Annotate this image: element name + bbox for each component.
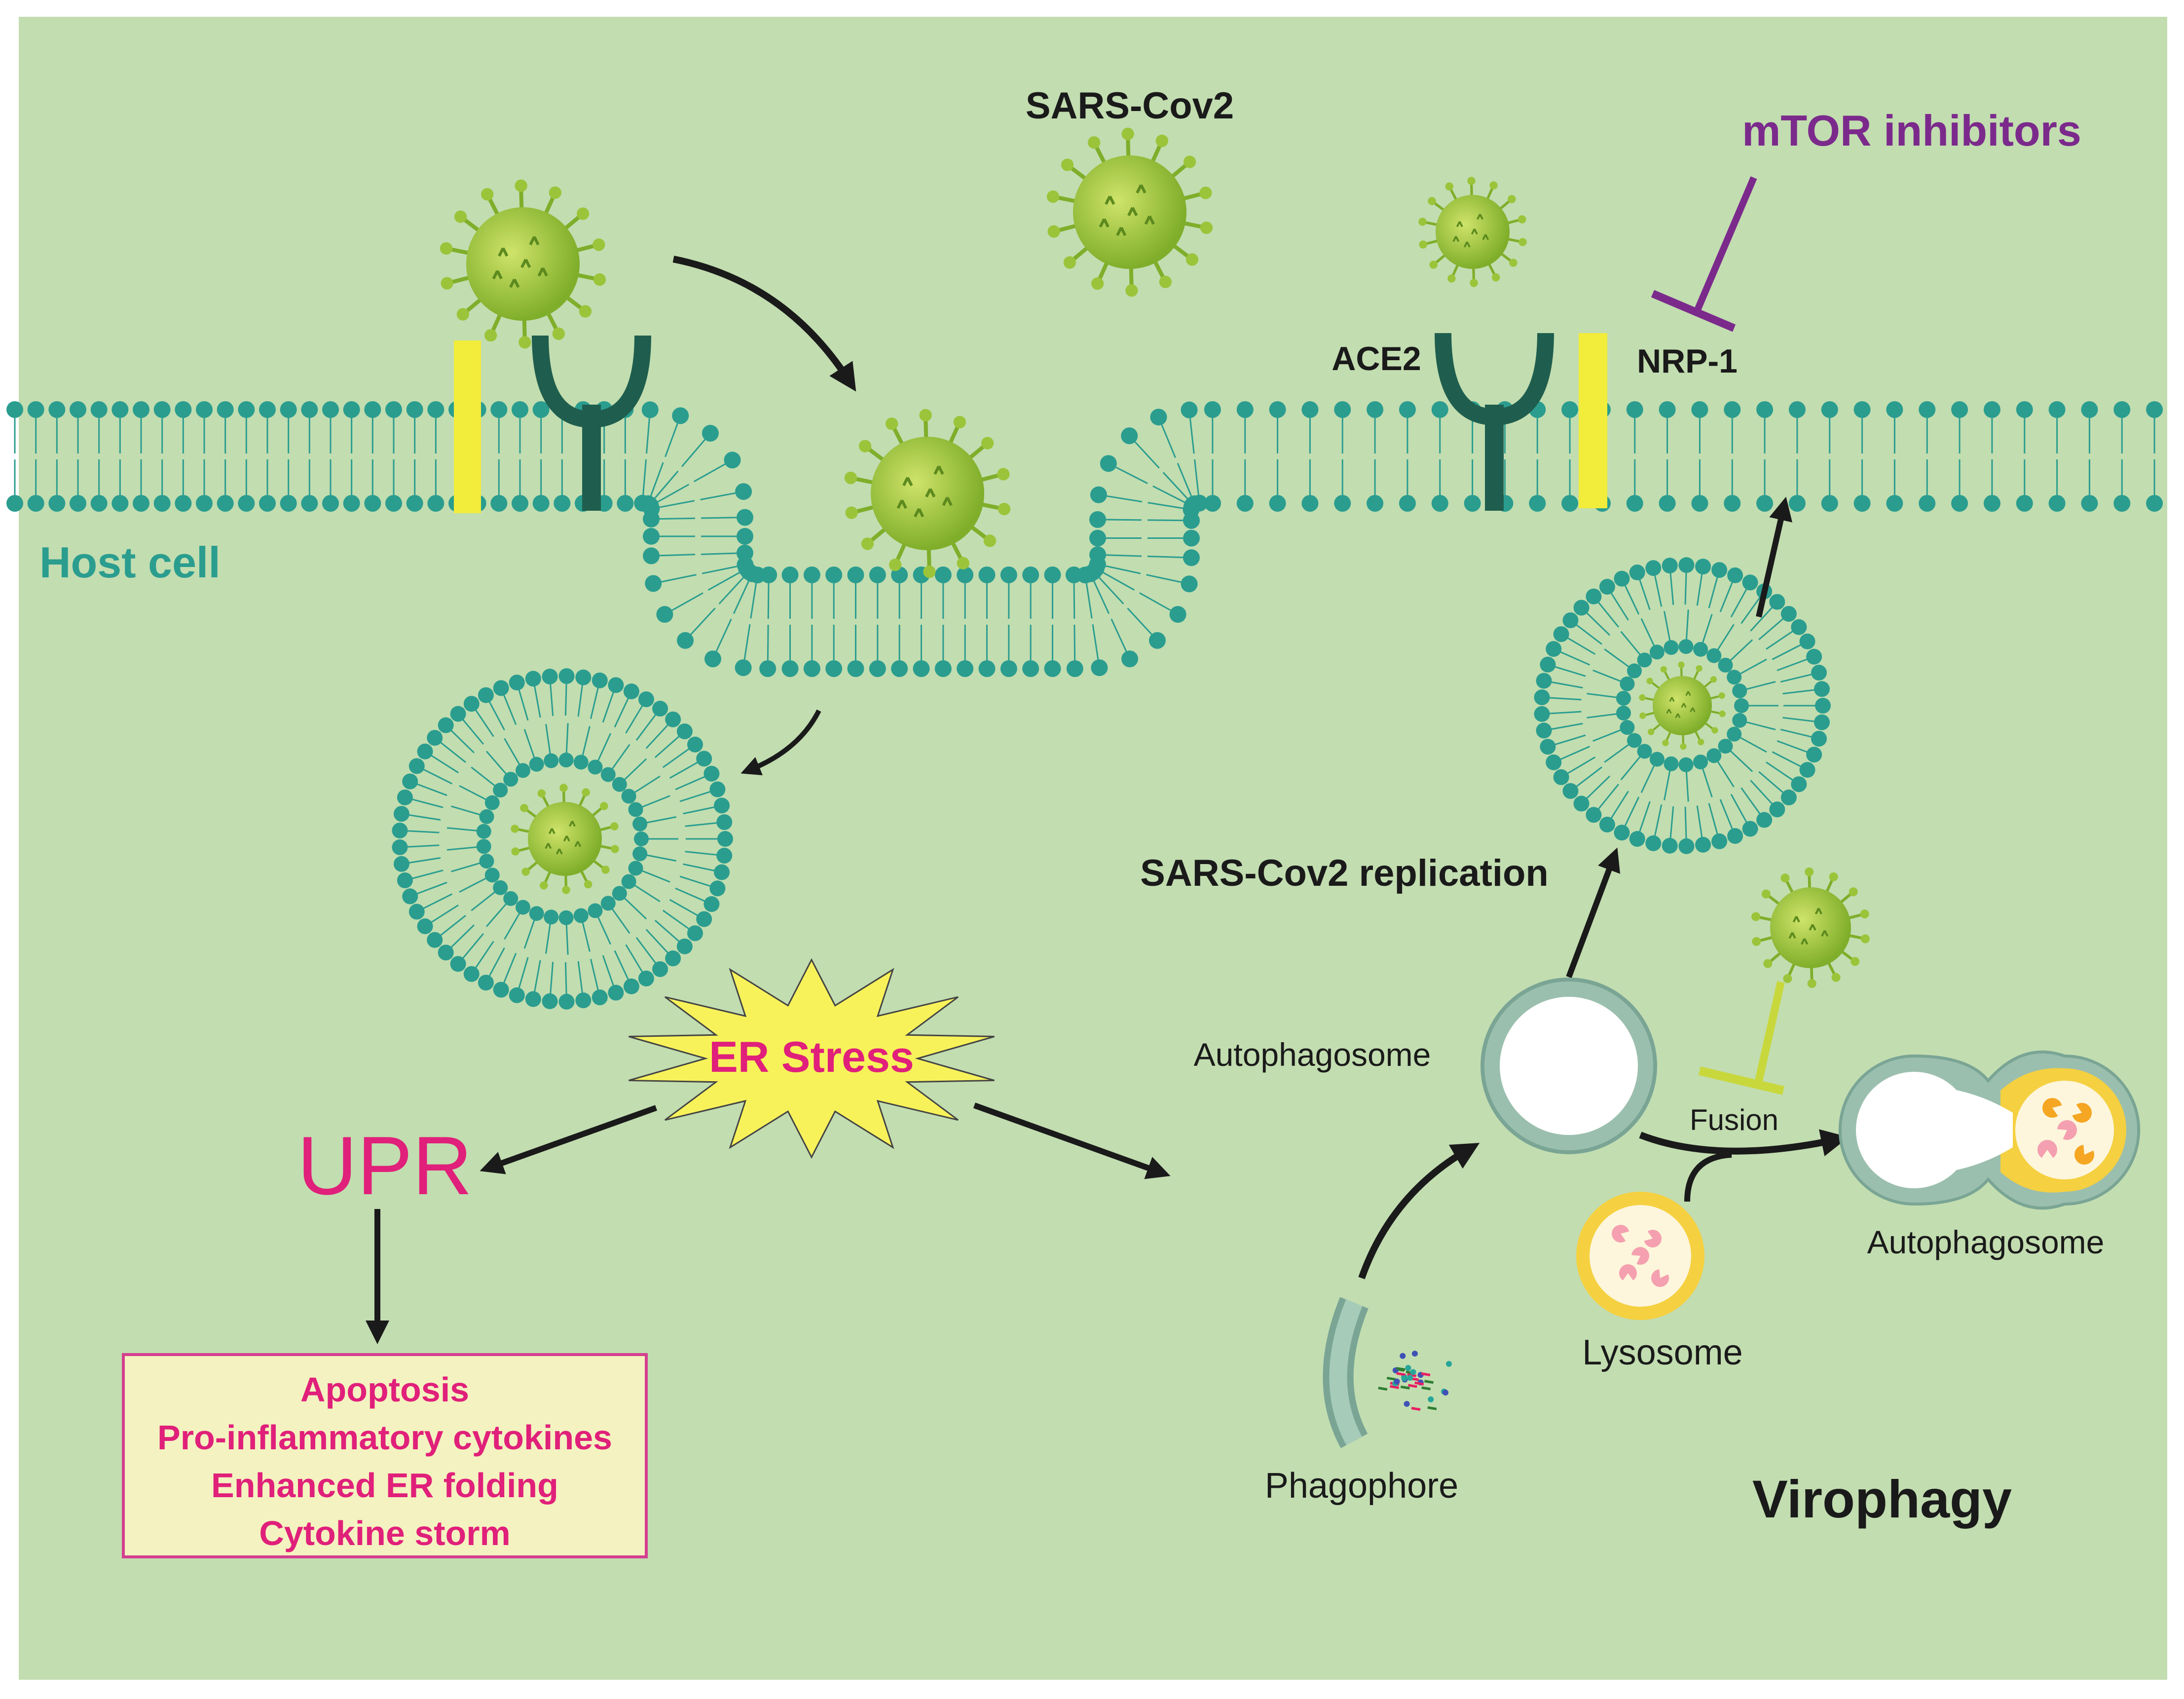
virus-icon xyxy=(1639,661,1726,750)
endocytosis-arrow xyxy=(740,709,821,776)
autophagosome-left-label: Autophagosome xyxy=(1194,1036,1431,1073)
lysosomal-enzymes xyxy=(1611,1098,2094,1287)
virus-icon xyxy=(511,784,619,894)
er-stress-label: ER Stress xyxy=(709,1032,914,1081)
fusion-inhibition-mark xyxy=(1698,981,1785,1095)
phagophore xyxy=(1323,1297,1369,1448)
virus-particles xyxy=(440,127,1943,1189)
mtor-inhibitors-label: mTOR inhibitors xyxy=(1742,106,2081,155)
upr-outcome-item: Cytokine storm xyxy=(259,1514,511,1552)
upr-outcome-item: Apoptosis xyxy=(300,1370,469,1409)
entry-arrow xyxy=(672,256,856,392)
ace2-receptor-right xyxy=(1435,333,1554,511)
virus-icon xyxy=(1751,867,1870,988)
endocytic-vesicle xyxy=(392,668,733,1010)
ace2-label: ACE2 xyxy=(1332,340,1421,378)
fusion-arrow xyxy=(1639,1129,1849,1157)
virus-icon xyxy=(1418,177,1527,287)
mtor-inhibition-mark xyxy=(1651,176,1757,332)
virophagy-label: Virophagy xyxy=(1752,1469,2012,1529)
sars-cov2-label: SARS-Cov2 xyxy=(1026,85,1234,127)
autolysosome xyxy=(1839,1050,2140,1210)
virus-icon xyxy=(440,179,606,349)
exocytic-vesicle xyxy=(1534,557,1831,854)
upr-outcomes-box xyxy=(122,1353,648,1558)
upr-outcome-item: Enhanced ER folding xyxy=(211,1466,558,1505)
lysosome-to-fusion-arrow xyxy=(1684,1152,1732,1202)
upr-outcome-item: Pro-inflammatory cytokines xyxy=(157,1418,612,1457)
virus-icon xyxy=(1046,127,1213,297)
phagophore-label: Phagophore xyxy=(1265,1466,1458,1506)
host-cell-membrane xyxy=(6,401,2163,677)
er-to-upr-arrow xyxy=(480,1105,658,1174)
nrp1-receptor-left xyxy=(454,340,481,513)
autophagosome-right-label: Autophagosome xyxy=(1867,1224,2105,1260)
er-stress-starburst xyxy=(629,958,995,1159)
lysosome-label: Lysosome xyxy=(1582,1333,1742,1372)
sars-cov2-replication-label: SARS-Cov2 replication xyxy=(1140,852,1549,894)
autophagosome-left xyxy=(1481,978,1657,1154)
ace2-receptor-left xyxy=(532,335,651,511)
release-arrow xyxy=(1756,496,1793,618)
fusion-label: Fusion xyxy=(1690,1103,1778,1136)
phagophore-to-autophagosome-arrow xyxy=(1358,1142,1480,1280)
virus-icon xyxy=(844,409,1011,578)
phagophore-cargo xyxy=(1378,1351,1452,1411)
upr-label: UPR xyxy=(297,1119,473,1212)
host-cell-label: Host cell xyxy=(39,538,221,587)
nrp1-label: NRP-1 xyxy=(1637,342,1738,380)
replication-arrow xyxy=(1566,847,1621,979)
er-to-autophagy-arrow xyxy=(973,1102,1171,1179)
nrp1-receptor-right xyxy=(1579,333,1607,508)
